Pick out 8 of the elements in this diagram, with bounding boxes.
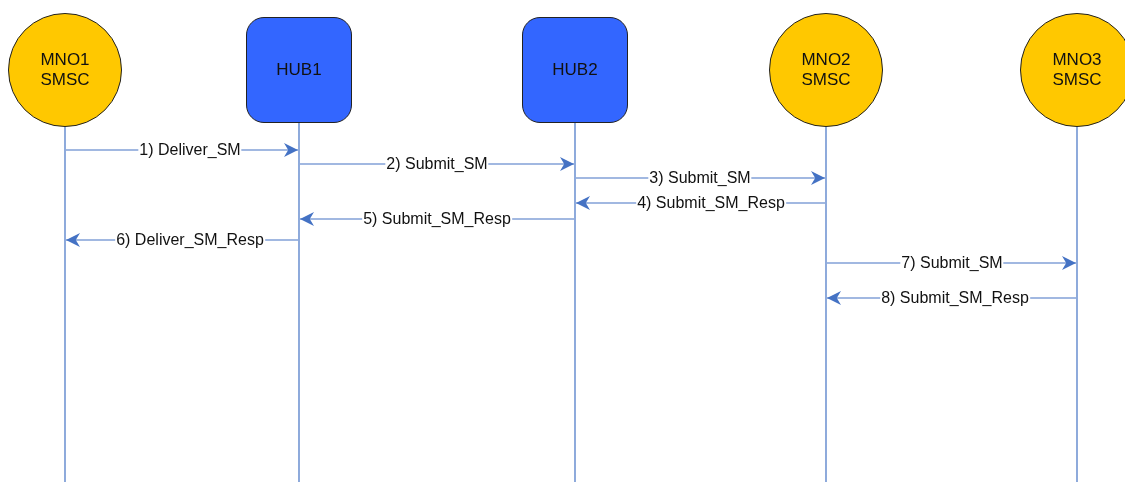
edge-label: 6) Deliver_SM_Resp <box>115 231 265 249</box>
edge-label: 3) Submit_SM <box>648 169 752 187</box>
edge-label: 2) Submit_SM <box>385 155 489 173</box>
edge-label: 5) Submit_SM_Resp <box>362 210 512 228</box>
edge-label: 4) Submit_SM_Resp <box>636 194 786 212</box>
edge-label: 7) Submit_SM <box>900 254 1004 272</box>
edge-label: 1) Deliver_SM <box>138 141 242 159</box>
edge-label: 8) Submit_SM_Resp <box>880 289 1030 307</box>
